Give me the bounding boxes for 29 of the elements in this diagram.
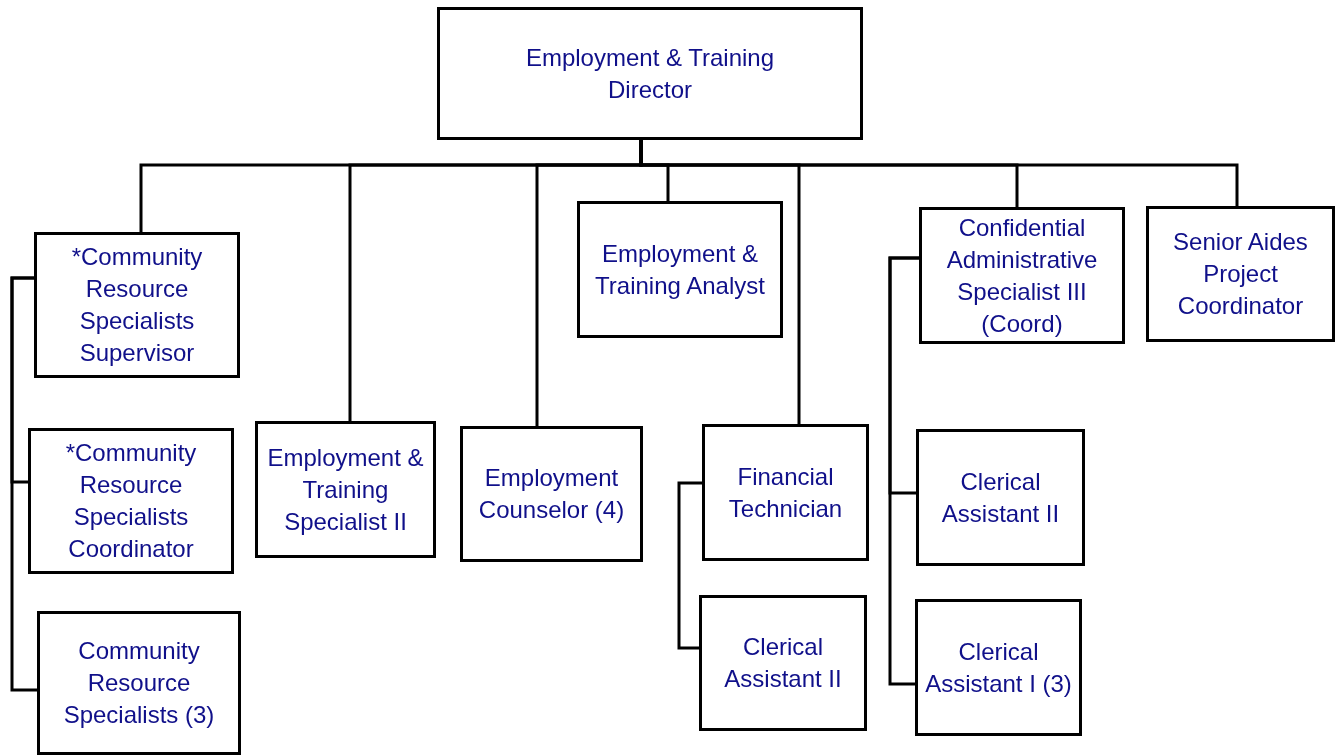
position-title: Clerical Assistant II xyxy=(940,466,1061,529)
position-box xyxy=(255,421,436,558)
position-title: *Community Resource Specialists Supervisor xyxy=(70,242,204,368)
position-title: Senior Aides Project Coordinator xyxy=(1172,227,1309,321)
position-title: Employment & Training Analyst xyxy=(595,238,765,301)
position-box xyxy=(437,7,863,140)
connector-line xyxy=(888,256,919,686)
position-title: Employment & Training Director xyxy=(524,42,776,105)
position-title: Employment Counselor (4) xyxy=(477,463,626,525)
position-box xyxy=(699,595,867,731)
position-box xyxy=(702,424,869,561)
position-box xyxy=(577,201,783,338)
connector-line xyxy=(10,276,37,692)
position-title: Financial Technician xyxy=(727,461,844,524)
position-box xyxy=(1146,206,1335,342)
position-title: Community Resource Specialists (3) xyxy=(62,636,216,730)
position-box xyxy=(916,429,1085,566)
connector-line xyxy=(677,481,702,650)
position-box xyxy=(460,426,643,562)
position-box xyxy=(915,599,1082,736)
position-box xyxy=(37,611,241,755)
position-title: Employment & Training Specialist II xyxy=(266,442,425,537)
position-title: Clerical Assistant I (3) xyxy=(924,636,1073,699)
position-title: Confidential Administrative Specialist III (Coord) xyxy=(945,212,1099,339)
position-box xyxy=(919,207,1125,344)
position-box xyxy=(28,428,234,574)
position-box xyxy=(34,232,240,378)
position-title: *Community Resource Specialists Coordinator xyxy=(64,438,198,564)
position-title: Clerical Assistant II xyxy=(723,632,843,694)
